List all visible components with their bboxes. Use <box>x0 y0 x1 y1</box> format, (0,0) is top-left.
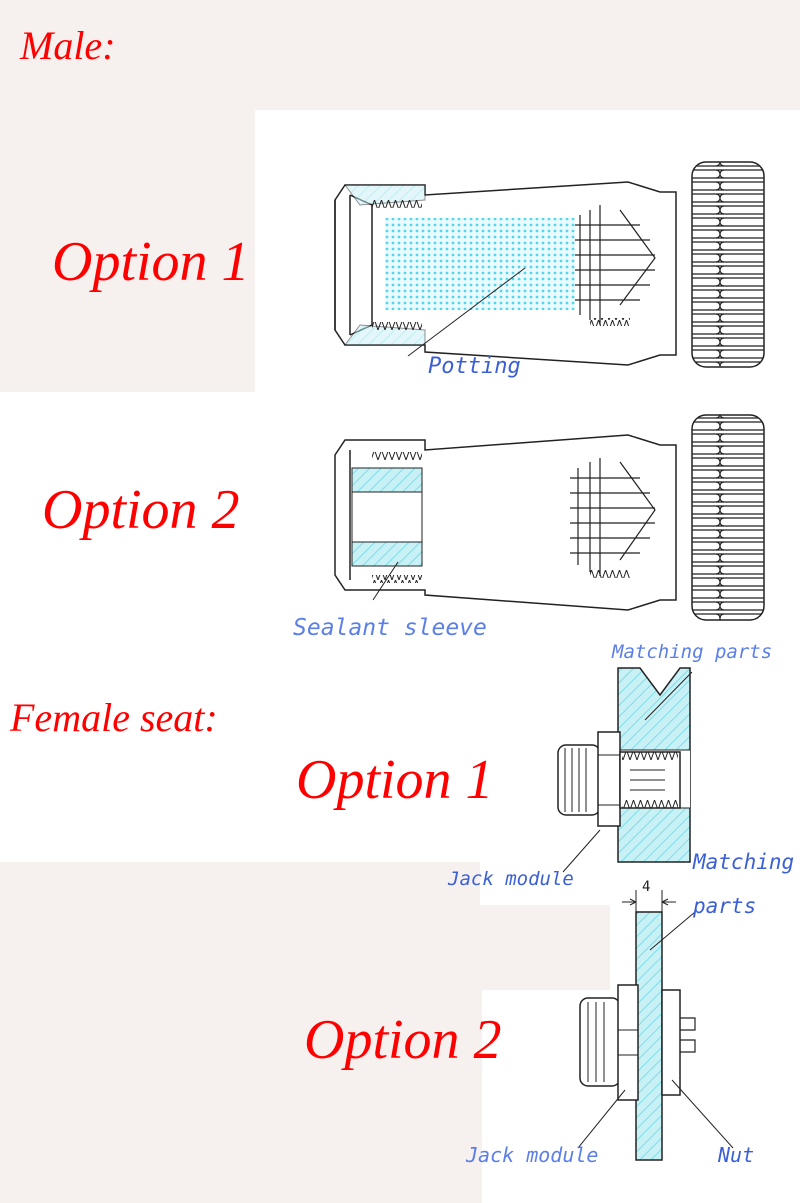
male-option1-label: Option 1 <box>52 231 250 293</box>
male-heading: Male: <box>20 23 116 68</box>
male-option2-label: Option 2 <box>42 479 240 541</box>
dimension-label: 4 <box>642 879 651 895</box>
matching-parts-callout-2a: Matching <box>693 850 795 874</box>
female-option2-label: Option 2 <box>304 1009 502 1071</box>
potting-callout: Potting <box>428 354 521 379</box>
nut-callout: Nut <box>718 1143 755 1167</box>
matching-parts-callout-1: Matching parts <box>612 641 773 663</box>
female-option1-drawing <box>557 667 693 873</box>
female-option1-label: Option 1 <box>296 749 494 811</box>
jack-module-callout-2: Jack module <box>466 1143 599 1167</box>
male-option1-drawing <box>334 161 765 368</box>
female-seat-heading: Female seat: <box>10 695 218 740</box>
sealant-sleeve-callout: Sealant sleeve <box>293 615 487 641</box>
female-option2-drawing <box>577 890 734 1161</box>
jack-module-callout-1: Jack module <box>448 868 574 890</box>
male-option2-drawing <box>334 414 765 621</box>
matching-parts-callout-2b: parts <box>693 894 757 918</box>
